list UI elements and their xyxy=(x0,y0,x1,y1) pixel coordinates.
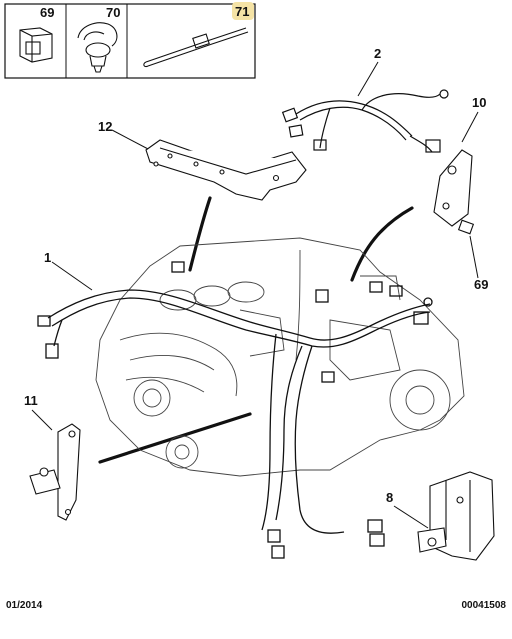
cell-70-number: 70 xyxy=(106,5,120,20)
cell-71-highlight xyxy=(232,2,254,20)
cable-tie-71-drawing xyxy=(143,27,249,68)
callout-69: 69 xyxy=(474,277,488,292)
callout-11: 11 xyxy=(24,393,38,408)
leader-lines xyxy=(31,61,479,529)
callout-12: 12 xyxy=(98,119,112,134)
pointer-lines xyxy=(98,196,414,464)
bracket-12-drawing xyxy=(145,139,307,201)
harness-1-drawing xyxy=(37,261,433,559)
harness-2-drawing xyxy=(281,89,449,153)
callout-1: 1 xyxy=(44,250,51,265)
callout-8: 8 xyxy=(386,490,393,505)
clip-70-drawing xyxy=(77,22,118,73)
footer-reference: 00041508 xyxy=(461,600,507,611)
engine-block-drawing xyxy=(95,237,465,477)
reference-panel-frame xyxy=(4,3,256,79)
clip-69-drawing xyxy=(19,27,53,63)
footer-date: 01/2014 xyxy=(6,600,43,611)
bracket-8-drawing xyxy=(417,471,495,561)
cell-69-number: 69 xyxy=(40,5,54,20)
cell-71-number: 71 xyxy=(235,4,249,19)
callout-10: 10 xyxy=(472,95,486,110)
bracket-11-drawing xyxy=(29,423,81,521)
bracket-10-drawing xyxy=(433,149,475,235)
callout-2: 2 xyxy=(374,46,381,61)
reference-panel: 69 70 71 xyxy=(4,2,256,79)
